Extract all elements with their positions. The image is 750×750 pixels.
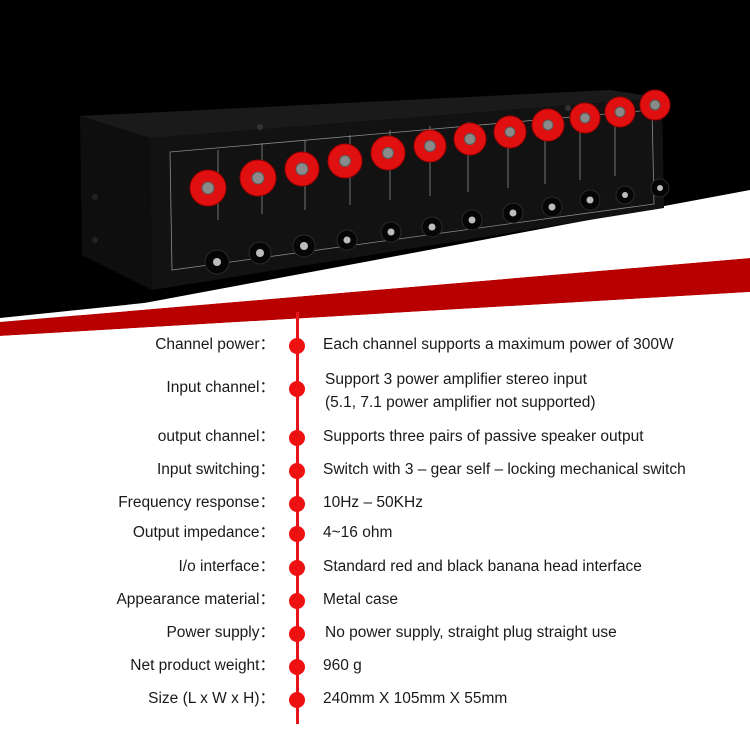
spec-value: Standard red and black banana head inter… bbox=[323, 558, 642, 575]
bullet-dot-icon bbox=[289, 496, 305, 512]
bullet-dot-icon bbox=[289, 526, 305, 542]
spec-value: Supports three pairs of passive speaker … bbox=[323, 428, 644, 445]
spec-value: 240mm X 105mm X 55mm bbox=[323, 690, 508, 707]
spec-row-size: Size (L x W x H)： 240mm X 105mm X 55mm bbox=[0, 689, 750, 709]
spec-row-input-switching: Input switching： Switch with 3 – gear se… bbox=[0, 460, 750, 480]
spec-label: output channel： bbox=[157, 428, 275, 445]
spec-row-io-interface: I/o interface： Standard red and black ba… bbox=[0, 557, 750, 577]
spec-row-channel-power: Channel power： Each channel supports a m… bbox=[0, 335, 750, 355]
product-photo bbox=[0, 0, 750, 340]
spec-value: Switch with 3 – gear self – locking mech… bbox=[323, 461, 686, 478]
spec-row-net-weight: Net product weight： 960 g bbox=[0, 656, 750, 676]
spec-label: Power supply： bbox=[166, 624, 275, 641]
box-front-panel bbox=[150, 98, 664, 290]
spec-label: Channel power： bbox=[155, 336, 275, 353]
spec-row-frequency-response: Frequency response： 10Hz – 50KHz bbox=[0, 493, 750, 513]
bullet-dot-icon bbox=[289, 463, 305, 479]
spec-value: Each channel supports a maximum power of… bbox=[323, 336, 674, 353]
spec-label: Frequency response： bbox=[118, 494, 275, 511]
spec-value: 4~16 ohm bbox=[323, 524, 393, 541]
spec-row-input-channel: Input channel： Support 3 power amplifier… bbox=[0, 371, 750, 411]
spec-row-power-supply: Power supply： No power supply, straight … bbox=[0, 623, 750, 643]
bullet-dot-icon bbox=[289, 430, 305, 446]
bullet-dot-icon bbox=[289, 338, 305, 354]
spec-value: Support 3 power amplifier stereo input bbox=[325, 371, 587, 388]
bullet-dot-icon bbox=[289, 593, 305, 609]
bullet-dot-icon bbox=[289, 692, 305, 708]
spec-label: Net product weight： bbox=[130, 657, 275, 674]
timeline-line bbox=[296, 312, 299, 724]
spec-value: No power supply, straight plug straight … bbox=[325, 624, 617, 641]
spec-value-line2: (5.1, 7.1 power amplifier not supported) bbox=[325, 394, 596, 411]
spec-label: Input channel： bbox=[166, 379, 275, 396]
spec-label: Input switching： bbox=[156, 461, 275, 478]
spec-value: 960 g bbox=[323, 657, 362, 674]
bullet-dot-icon bbox=[289, 659, 305, 675]
box-top bbox=[80, 90, 662, 138]
spec-label: I/o interface： bbox=[178, 558, 276, 575]
bullet-dot-icon bbox=[289, 560, 305, 576]
spec-row-output-impedance: Output impedance： 4~16 ohm bbox=[0, 523, 750, 543]
spec-label: Appearance material： bbox=[116, 591, 275, 608]
red-diagonal-stripe bbox=[0, 258, 750, 336]
spec-value: 10Hz – 50KHz bbox=[323, 494, 423, 511]
bullet-dot-icon bbox=[289, 626, 305, 642]
product-hero-image bbox=[0, 0, 750, 340]
spec-label: Size (L x W x H)： bbox=[148, 690, 275, 707]
spec-row-appearance-material: Appearance material： Metal case bbox=[0, 590, 750, 610]
box-side bbox=[80, 116, 152, 290]
spec-label: Output impedance： bbox=[132, 524, 275, 541]
bullet-dot-icon bbox=[289, 381, 305, 397]
spec-row-output-channel: output channel： Supports three pairs of … bbox=[0, 427, 750, 447]
spec-value: Metal case bbox=[323, 591, 398, 608]
